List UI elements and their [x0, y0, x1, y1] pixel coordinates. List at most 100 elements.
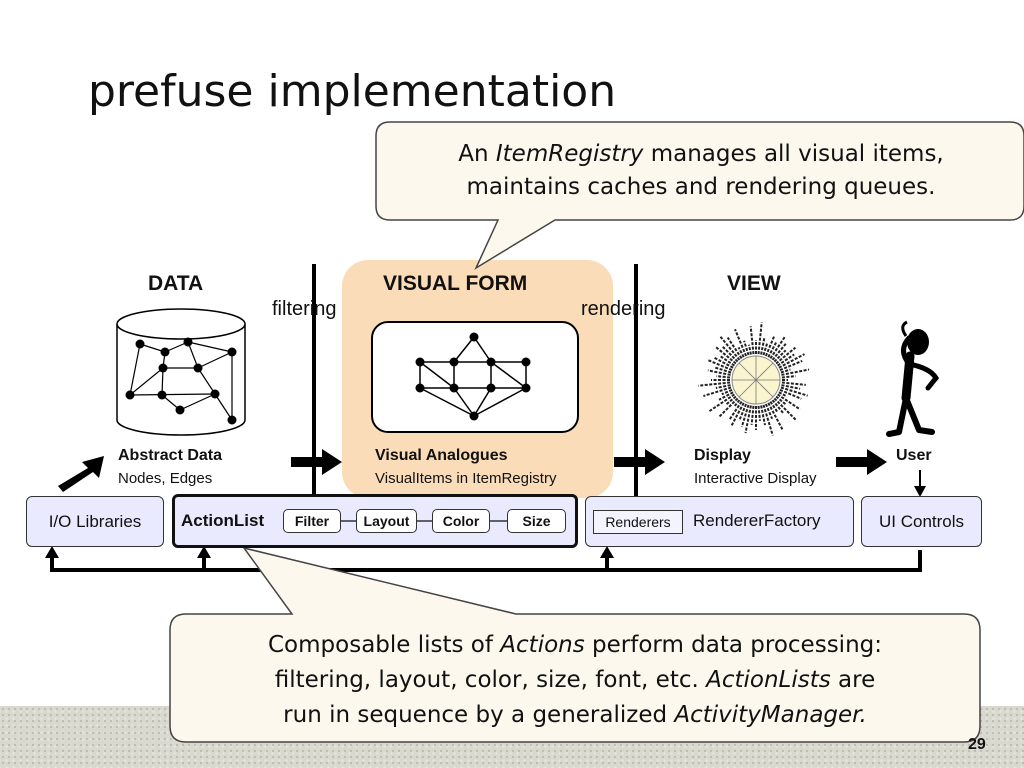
callout-top-text: An ItemRegistry manages all visual items… [378, 138, 1024, 204]
radial-spoke [769, 401, 778, 413]
label-user: User [896, 447, 932, 464]
label-abstract-data: Abstract Data [118, 447, 223, 464]
radial-spoke [749, 326, 755, 355]
arrow-view-to-user-icon [836, 449, 887, 475]
action-layout-chip: Layout [356, 509, 417, 533]
radial-spoke [744, 405, 752, 434]
heading-data: DATA [148, 272, 204, 295]
radial-spoke [777, 353, 795, 367]
callout-bottom-emphasis3: ActivityManager. [674, 702, 867, 728]
radial-spoke [748, 344, 752, 355]
action-color-chip: Color [432, 509, 490, 533]
radial-spoke [713, 366, 732, 374]
radial-spoke [762, 342, 769, 356]
label-filtering: filtering [272, 298, 337, 320]
callout-top-emphasis: ItemRegistry [495, 141, 644, 167]
heading-visual-form: VISUAL FORM [383, 272, 528, 295]
flow-arrows [58, 449, 887, 492]
label-display: Display [694, 447, 751, 464]
io-libraries-label: I/O Libraries [48, 511, 142, 531]
radial-spoke [781, 381, 806, 386]
radial-spoke [773, 349, 787, 363]
user-figure-icon [886, 320, 940, 437]
radial-spoke [771, 343, 787, 361]
radial-spoke [721, 388, 733, 396]
radial-spoke [757, 322, 763, 355]
radial-spoke [777, 393, 801, 411]
heading-view: VIEW [727, 272, 781, 295]
radial-spoke [728, 401, 743, 421]
action-size-chip: Size [507, 509, 566, 533]
radial-spoke [779, 359, 803, 372]
radial-spoke [764, 335, 776, 357]
action-filter-chip: Filter [283, 509, 341, 533]
callout-top-line1a: An [458, 141, 496, 167]
radial-spoke [713, 356, 734, 369]
radial-spoke [719, 336, 741, 361]
radial-spoke [726, 337, 743, 359]
radial-spoke [719, 355, 735, 367]
radial-spoke [778, 353, 805, 369]
radial-spoke [778, 391, 788, 398]
label-rendering: rendering [581, 298, 666, 320]
arrow-io-to-data-icon [58, 456, 104, 492]
label-visual-analogues: Visual Analogues [375, 447, 508, 464]
radial-spoke [760, 336, 766, 355]
radial-spoke [718, 391, 734, 401]
radial-spoke [733, 399, 741, 407]
radial-spoke [725, 395, 737, 405]
radial-spoke [780, 386, 808, 397]
radial-spoke [716, 375, 731, 379]
radial-spoke [750, 405, 755, 425]
radial-spoke [757, 405, 761, 421]
radial-spoke [760, 405, 766, 426]
callout-top-bubble [375, 121, 1024, 270]
radial-spoke [775, 346, 797, 365]
radial-spoke [775, 395, 787, 406]
arrow-visual-to-view-icon [614, 449, 665, 475]
radial-spoke [773, 397, 798, 422]
radial-display-icon [696, 320, 816, 440]
radial-spoke [781, 375, 796, 379]
radial-spoke [715, 384, 731, 389]
callout-top-line2: maintains caches and rendering queues. [466, 174, 936, 200]
visual-graph-icon [371, 321, 579, 433]
radial-spoke [764, 403, 774, 420]
radial-spoke [698, 381, 731, 387]
sublabel-display: Interactive Display [694, 470, 817, 487]
database-cylinder-icon [116, 308, 246, 436]
callout-top-line1b: manages all visual items, [643, 141, 944, 167]
action-list-label: ActionList [181, 511, 265, 530]
ui-controls-label: UI Controls [878, 511, 965, 531]
radial-spoke [722, 346, 739, 363]
sublabel-visual-analogues: VisualItems in ItemRegistry [375, 470, 557, 487]
callout-bottom-emphasis1: Actions [500, 632, 585, 658]
radial-spoke [738, 403, 748, 422]
radial-spoke [762, 404, 774, 436]
radial-spoke [706, 358, 733, 372]
renderer-factory-label: RendererFactory [693, 511, 821, 530]
radial-spoke [780, 368, 791, 374]
radial-spoke [737, 346, 745, 358]
arrow-data-to-visual-icon [291, 449, 342, 475]
radial-spoke [771, 399, 785, 414]
sublabel-abstract-data: Nodes, Edges [118, 470, 213, 487]
radial-spoke [781, 368, 810, 376]
radial-spoke [708, 393, 735, 412]
callout-bottom-line2a: filtering, layout, color, size, font, et… [274, 667, 707, 693]
io-libraries-box: I/O Libraries [26, 496, 164, 547]
callout-bottom-emphasis2: ActionLists [706, 667, 831, 693]
radial-spoke [767, 341, 778, 358]
callout-bottom-line2b: are [830, 667, 876, 693]
callout-bottom-line1a: Composable lists of [268, 632, 501, 658]
slide-title: prefuse implementation [88, 66, 617, 117]
radial-spoke [703, 386, 732, 397]
radial-spoke [740, 404, 750, 428]
callout-bottom-line1b: perform data processing: [584, 632, 882, 658]
renderer-factory-box: Renderers RendererFactory [585, 496, 854, 547]
ui-controls-box: UI Controls [861, 496, 982, 547]
radial-spoke [734, 328, 748, 357]
feedback-loop [45, 546, 922, 572]
page-number: 29 [968, 736, 986, 753]
